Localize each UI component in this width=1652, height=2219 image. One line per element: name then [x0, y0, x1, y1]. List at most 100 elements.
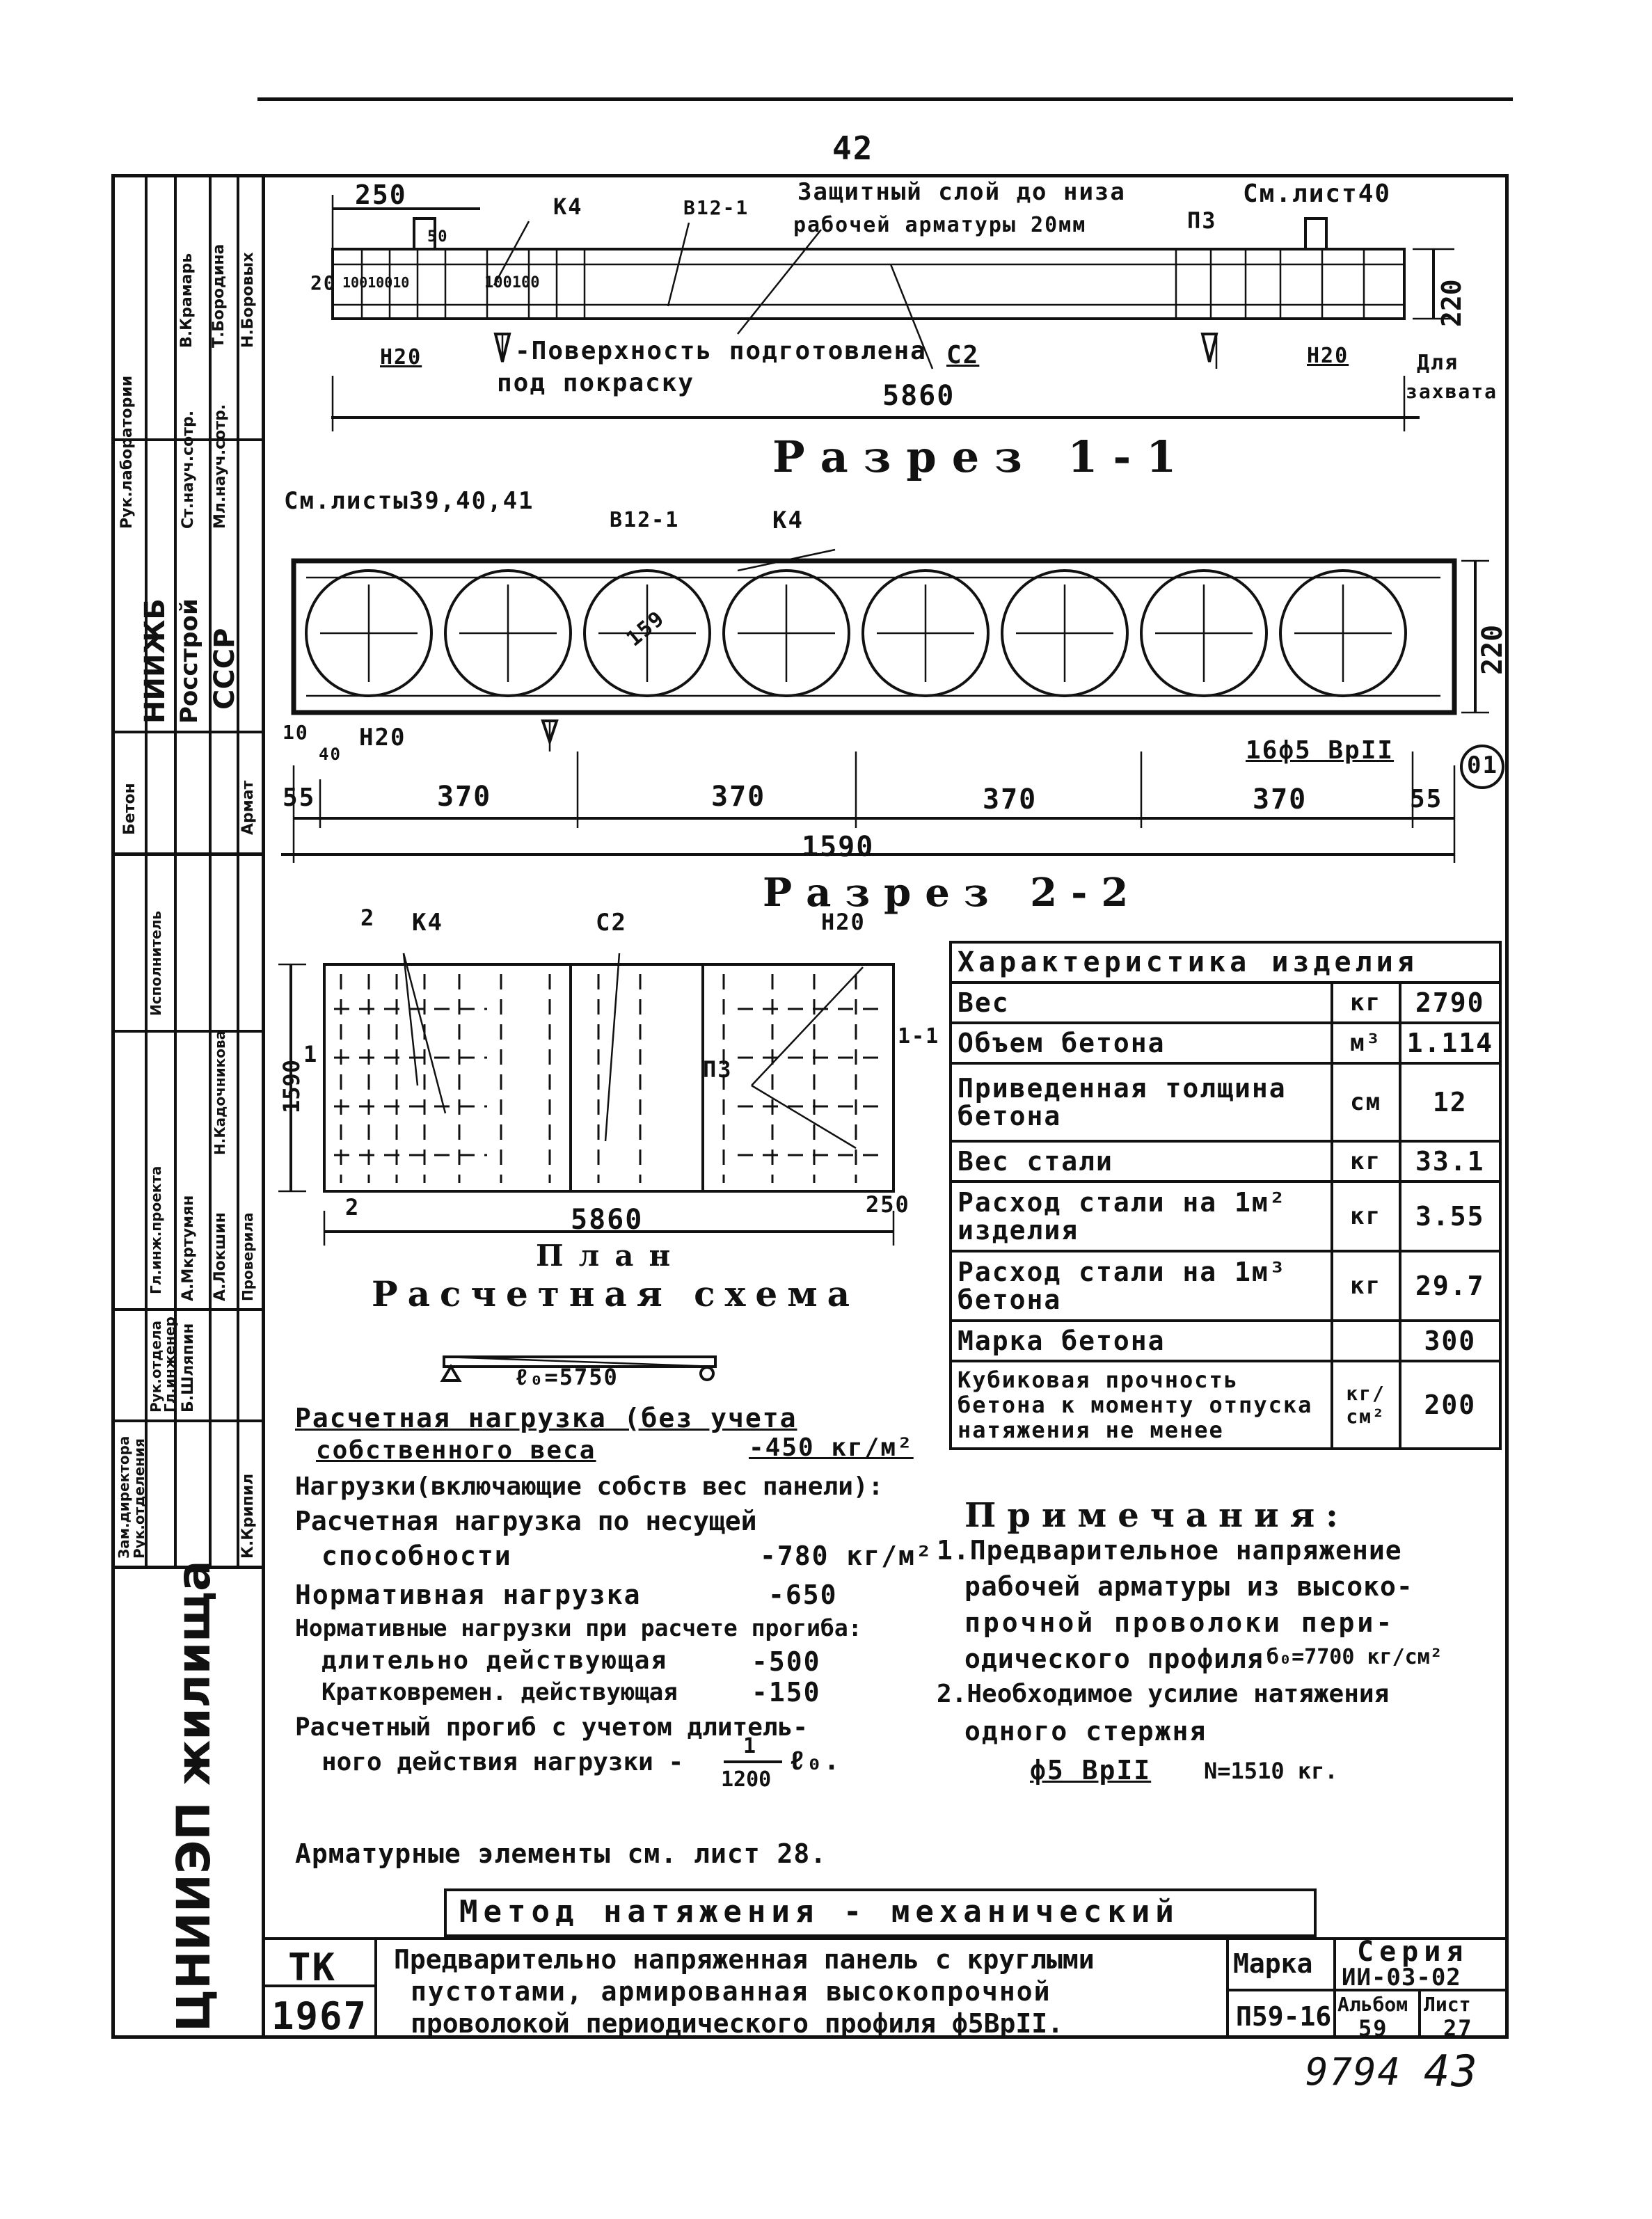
- plan-cut-1-right: 1-1: [898, 1024, 940, 1049]
- section-1-dim-3: 370: [983, 784, 1038, 816]
- title-mark: П59-16: [1236, 2001, 1332, 2032]
- row-name: Вес: [949, 981, 1333, 1024]
- length-5860-top: 5860: [882, 380, 955, 412]
- bearing-1: Расчетная нагрузка по несущей: [295, 1506, 757, 1536]
- row-name: Вес стали: [949, 1140, 1333, 1183]
- dim-small-a: 10010010: [342, 274, 410, 291]
- table-row: Кубиковая прочность бетона к моменту отп…: [949, 1360, 1502, 1450]
- deflection-unit: ℓ₀.: [789, 1745, 841, 1776]
- note-1-line-4: одического профиля: [964, 1644, 1264, 1674]
- long-term: длительно действующая: [321, 1646, 668, 1675]
- row-value: 200: [1398, 1360, 1502, 1450]
- section-1-v12: В12-1: [610, 508, 680, 532]
- normative-value: -650: [768, 1580, 838, 1610]
- title-sheet-label: Лист: [1424, 1993, 1471, 2016]
- plan-title: План: [536, 1239, 686, 1273]
- row-unit: кг: [1330, 1250, 1401, 1322]
- drawing-frame: [111, 174, 1509, 2039]
- section-1-dim-4: 370: [1253, 784, 1308, 816]
- bearing-2: способности: [321, 1541, 512, 1571]
- row-value: 300: [1398, 1319, 1502, 1362]
- long-term-value: -500: [752, 1646, 821, 1677]
- row-name: Объем бетона: [949, 1021, 1333, 1065]
- row-unit: [1330, 1319, 1401, 1362]
- table-title: Характеристика изделия: [949, 941, 1502, 984]
- title-desc-1: Предварительно напряженная панель с круг…: [394, 1944, 1095, 1975]
- normative: Нормативная нагрузка: [295, 1580, 642, 1610]
- note-2-line-2: одного стержня: [964, 1716, 1207, 1747]
- plan-dim-250: 250: [866, 1191, 910, 1218]
- row-value: 2790: [1398, 981, 1502, 1024]
- surface-note-2: под покраску: [497, 369, 695, 397]
- rebar-note: Арматурные элементы см. лист 28.: [295, 1838, 827, 1869]
- section-1-dim-5: 55: [1410, 785, 1443, 813]
- calc-span: ℓ₀=5750: [515, 1364, 619, 1390]
- row-name: Приведенная толщина бетона: [949, 1062, 1333, 1143]
- section-1-dim-40: 40: [319, 745, 342, 764]
- label-k4-top: К4: [553, 193, 583, 220]
- row-value: 3.55: [1398, 1180, 1502, 1252]
- title-desc-3: проволокой периодического профиля ф5ВрII…: [411, 2008, 1063, 2039]
- title-mark-label: Марка: [1233, 1948, 1313, 1979]
- deflection-fraction-bar: [724, 1760, 782, 1763]
- row-unit: см: [1330, 1062, 1401, 1143]
- deflection-1: Расчетный прогиб с учетом длитель-: [295, 1713, 808, 1742]
- calc-scheme-title: Расчетная схема: [372, 1273, 860, 1314]
- dim-small-b: 100100: [484, 274, 540, 292]
- section-1-k4: К4: [772, 507, 804, 534]
- handwritten-page: 43: [1424, 2046, 1479, 2097]
- table-row: Вес стали кг 33.1: [949, 1140, 1502, 1183]
- note-1-value: б₀=7700 кг/см²: [1266, 1645, 1443, 1669]
- note-1-line-1: 1.Предварительное напряжение: [937, 1535, 1402, 1566]
- row-unit: кг: [1330, 1180, 1401, 1252]
- plan-cut-2-bottom: 2: [345, 1194, 360, 1220]
- title-series-label: Серия: [1357, 1936, 1469, 1968]
- deflection-num: 1: [743, 1734, 758, 1758]
- surface-note-1: -Поверхность подготовлена: [515, 337, 927, 365]
- row-name: Кубиковая прочность бетона к моменту отп…: [949, 1360, 1333, 1450]
- row-value: 33.1: [1398, 1140, 1502, 1183]
- row-unit: кг/см²: [1330, 1360, 1401, 1450]
- row-value: 29.7: [1398, 1250, 1502, 1322]
- note-2-rod: ф5 ВрII: [1030, 1755, 1152, 1785]
- title-series: ИИ-03-02: [1342, 1964, 1461, 1991]
- note-2-line-1: 2.Необходимое усилие натяжения: [937, 1680, 1390, 1708]
- calc-scheme-drawing: [440, 1355, 717, 1382]
- bearing-value: -780 кг/м²: [760, 1541, 933, 1571]
- section-2-title: Разрез 2-2: [763, 870, 1143, 916]
- row-value: 12: [1398, 1062, 1502, 1143]
- title-desc-2: пустотами, армированная высокопрочной: [411, 1976, 1051, 2007]
- note-2-force: N=1510 кг.: [1204, 1758, 1338, 1784]
- characteristics-table: Характеристика изделия Вес кг 2790 Объем…: [949, 941, 1502, 1450]
- note-1-line-3: прочной проволоки пери-: [964, 1607, 1395, 1638]
- calc-load-2: собственного веса: [316, 1436, 596, 1465]
- plan-cut-2-top: 2: [360, 905, 376, 931]
- calc-load-value: -450 кг/м²: [749, 1433, 914, 1462]
- table-row: Расход стали на 1м² изделия кг 3.55: [949, 1180, 1502, 1252]
- section-1-1-drawing: [281, 548, 1504, 863]
- table-header-row: Характеристика изделия: [949, 941, 1502, 984]
- short-term: Кратковремен. действующая: [321, 1678, 678, 1706]
- top-rule: [257, 97, 1513, 101]
- dim-20: 20: [310, 271, 337, 294]
- row-value: 1.114: [1398, 1021, 1502, 1065]
- plan-n20: Н20: [821, 909, 866, 935]
- plan-cut-1-left: 1: [303, 1041, 319, 1067]
- deflection-den: 1200: [721, 1767, 772, 1792]
- label-p3-top: П3: [1187, 207, 1217, 234]
- row-unit: м³: [1330, 1021, 1401, 1065]
- cover-note-2: рабочей арматуры 20мм: [793, 213, 1087, 237]
- plan-drawing: [278, 953, 895, 1246]
- loads-header: Нагрузки(включающие собств вес панели):: [295, 1472, 884, 1501]
- deflection-header: Нормативные нагрузки при расчете прогиба…: [295, 1614, 862, 1641]
- grip-note-1: Для: [1417, 351, 1459, 375]
- section-1-rebar: 16ф5 ВрII: [1246, 736, 1395, 765]
- deflection-2: ного действия нагрузки -: [321, 1748, 684, 1776]
- note-1-line-2: рабочей арматуры из высоко-: [964, 1571, 1413, 1602]
- plan-c2: С2: [596, 909, 627, 937]
- section-1-width: 1590: [802, 831, 875, 863]
- short-term-value: -150: [752, 1677, 821, 1708]
- title-tk: ТК: [288, 1946, 337, 1989]
- title-album: 59: [1358, 2015, 1388, 2042]
